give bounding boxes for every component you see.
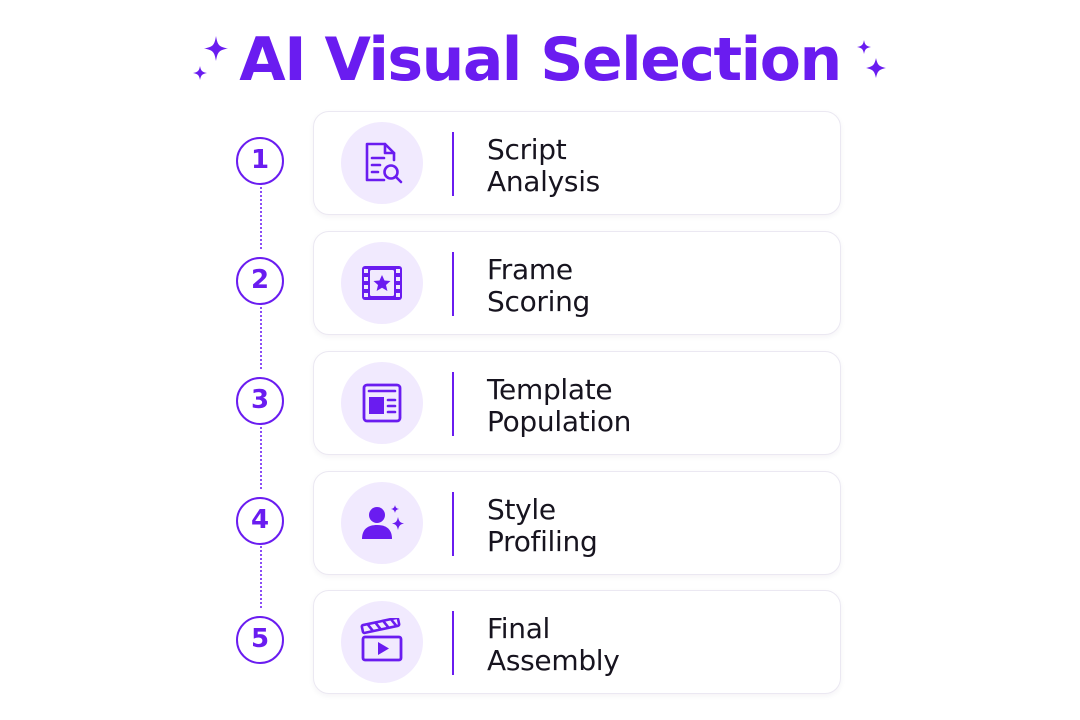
icon-badge — [341, 482, 423, 564]
step-number-badge: 4 — [236, 497, 284, 545]
step-number-badge: 1 — [236, 137, 284, 185]
step-number-badge: 2 — [236, 257, 284, 305]
step-card: Script Analysis — [313, 111, 841, 215]
step-label-line: Frame — [487, 253, 573, 286]
step-frame-scoring: 2 Frame Scoring — [0, 231, 1080, 335]
step-label: Final Assembly — [487, 613, 827, 677]
icon-badge — [341, 362, 423, 444]
step-card: Template Population — [313, 351, 841, 455]
divider — [452, 132, 454, 196]
sparkle-icon — [857, 40, 886, 78]
step-label: Script Analysis — [487, 134, 827, 198]
step-label: Frame Scoring — [487, 254, 827, 318]
divider — [452, 372, 454, 436]
step-number-badge: 5 — [236, 616, 284, 664]
step-label-line: Profiling — [487, 525, 598, 558]
icon-badge — [341, 601, 423, 683]
sparkle-icon — [193, 36, 228, 80]
page-title: AI Visual Selection — [239, 25, 842, 95]
clapperboard-play-icon — [360, 618, 403, 662]
step-label-line: Analysis — [487, 165, 600, 198]
step-label-line: Assembly — [487, 644, 620, 677]
step-label-line: Final — [487, 612, 551, 645]
step-label-line: Scoring — [487, 285, 591, 318]
document-search-icon — [365, 142, 403, 184]
step-label-line: Template — [487, 373, 613, 406]
header: AI Visual Selection — [0, 18, 1080, 102]
step-label: Template Population — [487, 374, 827, 438]
step-style-profiling: 4 Style Profiling — [0, 471, 1080, 575]
timeline-connector — [260, 542, 262, 608]
step-template-population: 3 Template Population — [0, 351, 1080, 455]
layout-template-icon — [362, 383, 402, 423]
icon-badge — [341, 122, 423, 204]
user-sparkle-icon — [362, 505, 404, 539]
timeline-connector — [260, 183, 262, 249]
step-number-badge: 3 — [236, 377, 284, 425]
divider — [452, 252, 454, 316]
step-label-line: Script — [487, 133, 567, 166]
step-card: Final Assembly — [313, 590, 841, 694]
film-star-icon — [362, 266, 402, 300]
step-card: Frame Scoring — [313, 231, 841, 335]
step-label: Style Profiling — [487, 494, 827, 558]
timeline-connector — [260, 423, 262, 489]
divider — [452, 611, 454, 675]
step-card: Style Profiling — [313, 471, 841, 575]
step-script-analysis: 1 Script Analysis — [0, 111, 1080, 215]
step-label-line: Style — [487, 493, 556, 526]
icon-badge — [341, 242, 423, 324]
divider — [452, 492, 454, 556]
step-final-assembly: 5 Final Assembly — [0, 590, 1080, 694]
step-label-line: Population — [487, 405, 632, 438]
timeline-connector — [260, 303, 262, 369]
